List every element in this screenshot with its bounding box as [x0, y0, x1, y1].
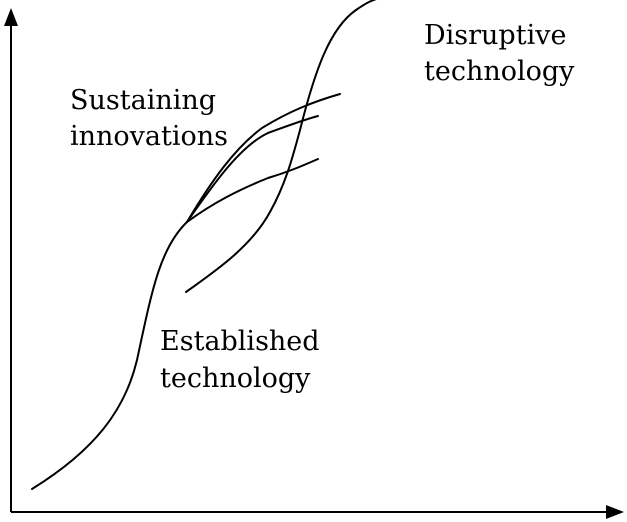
disruptive-technology-label: Disruptive technology [424, 20, 575, 87]
sustaining-innovation-curve-lower [186, 158, 319, 223]
sustaining-innovation-curve-upper [186, 93, 341, 223]
established-technology-label: Established technology [160, 326, 328, 394]
disruptive-label-line2: technology [424, 56, 575, 87]
disruptive-technology-curve [185, 0, 377, 293]
x-axis-arrowhead [606, 505, 624, 519]
sustaining-innovations-label: Sustaining innovations [70, 85, 228, 152]
sustaining-label-line1: Sustaining [70, 85, 216, 116]
disruptive-label-line1: Disruptive [424, 20, 566, 51]
y-axis-arrowhead [4, 8, 18, 26]
established-technology-curve [31, 221, 188, 490]
established-label-line2: technology [160, 363, 311, 394]
established-label-line1: Established [160, 326, 320, 357]
sustaining-label-line2: innovations [70, 121, 228, 152]
